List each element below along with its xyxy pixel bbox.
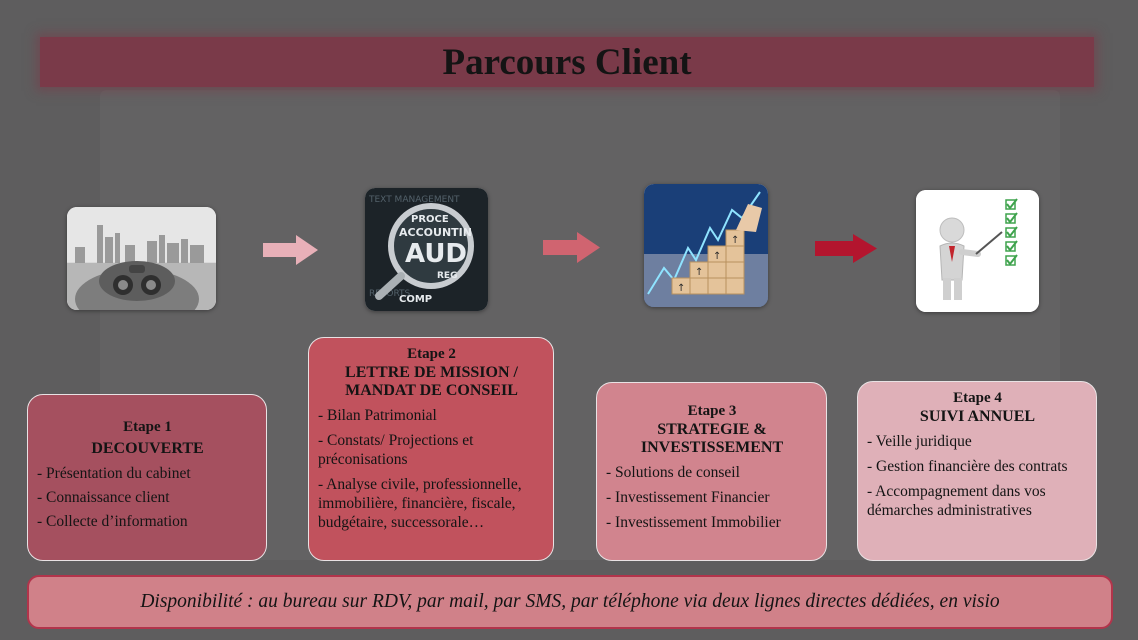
step-card-3: Etape 3 STRATEGIE & INVESTISSEMENT - Sol… <box>596 382 827 561</box>
step-card-1: Etape 1 DECOUVERTE - Présentation du cab… <box>27 394 267 561</box>
step-items: - Présentation du cabinet - Connaissance… <box>37 464 258 531</box>
step-items: - Solutions de conseil - Investissement … <box>606 463 818 532</box>
step-title: SUIVI ANNUEL <box>919 408 1036 425</box>
svg-text:↑: ↑ <box>713 251 721 262</box>
availability-banner: Disponibilité : au bureau sur RDV, par m… <box>27 575 1113 629</box>
arrow-right-icon <box>263 235 318 265</box>
presenter-checklist-image <box>916 190 1039 312</box>
svg-text:REG: REG <box>437 271 457 281</box>
list-item: - Veille juridique <box>867 433 972 450</box>
svg-text:↑: ↑ <box>695 267 703 278</box>
step-title: DECOUVERTE <box>91 440 204 457</box>
list-item: - Connaissance client <box>37 489 170 506</box>
growth-chart-blocks-image: ↑ ↑ ↑ ↑ <box>644 184 768 307</box>
svg-text:COMP: COMP <box>399 294 432 305</box>
list-item: - Investissement Financier <box>606 489 770 506</box>
step-label: Etape 4 <box>953 390 1002 406</box>
step-items: - Bilan Patrimonial - Constats/ Projecti… <box>318 406 545 532</box>
arrow-right-icon <box>543 232 600 263</box>
svg-text:PROCE: PROCE <box>411 214 449 225</box>
step-card-4: Etape 4 SUIVI ANNUEL - Veille juridique … <box>857 381 1097 561</box>
list-item: - Collecte d’information <box>37 513 188 530</box>
availability-text: Disponibilité : au bureau sur RDV, par m… <box>140 591 1000 612</box>
arrow-right-icon <box>815 234 877 263</box>
step-card-2: Etape 2 LETTRE DE MISSION / MANDAT DE CO… <box>308 337 554 561</box>
svg-text:↑: ↑ <box>731 235 739 246</box>
svg-text:ACCOUNTIN: ACCOUNTIN <box>399 226 472 239</box>
svg-text:REPORTS: REPORTS <box>369 289 411 299</box>
list-item: - Accompagnement dans vos démarches admi… <box>867 483 1046 519</box>
page-title: Parcours Client <box>442 41 692 83</box>
binocular-viewer-city-image <box>67 207 216 310</box>
list-item: - Constats/ Projections et préconisation… <box>318 432 474 468</box>
step-title: LETTRE DE MISSION / MANDAT DE CONSEIL <box>345 364 518 399</box>
step-label: Etape 3 <box>687 403 737 419</box>
list-item: - Présentation du cabinet <box>37 465 191 482</box>
list-item: - Analyse civile, professionnelle, immob… <box>318 476 522 531</box>
audit-magnifier-image: TEXT MANAGEMENT REPORTS PROCE ACCOUNTIN … <box>365 188 488 311</box>
svg-text:AUD: AUD <box>405 239 467 269</box>
title-band: Parcours Client <box>40 37 1094 87</box>
step-label: Etape 2 <box>407 346 456 362</box>
step-label: Etape 1 <box>123 419 172 435</box>
svg-text:↑: ↑ <box>677 283 685 294</box>
list-item: - Gestion financière des contrats <box>867 458 1068 475</box>
step-items: - Veille juridique - Gestion financière … <box>867 432 1088 520</box>
list-item: - Bilan Patrimonial <box>318 407 437 424</box>
list-item: - Investissement Immobilier <box>606 514 781 531</box>
svg-text:TEXT MANAGEMENT: TEXT MANAGEMENT <box>368 195 460 205</box>
list-item: - Solutions de conseil <box>606 464 740 481</box>
step-title: STRATEGIE & INVESTISSEMENT <box>640 421 784 456</box>
